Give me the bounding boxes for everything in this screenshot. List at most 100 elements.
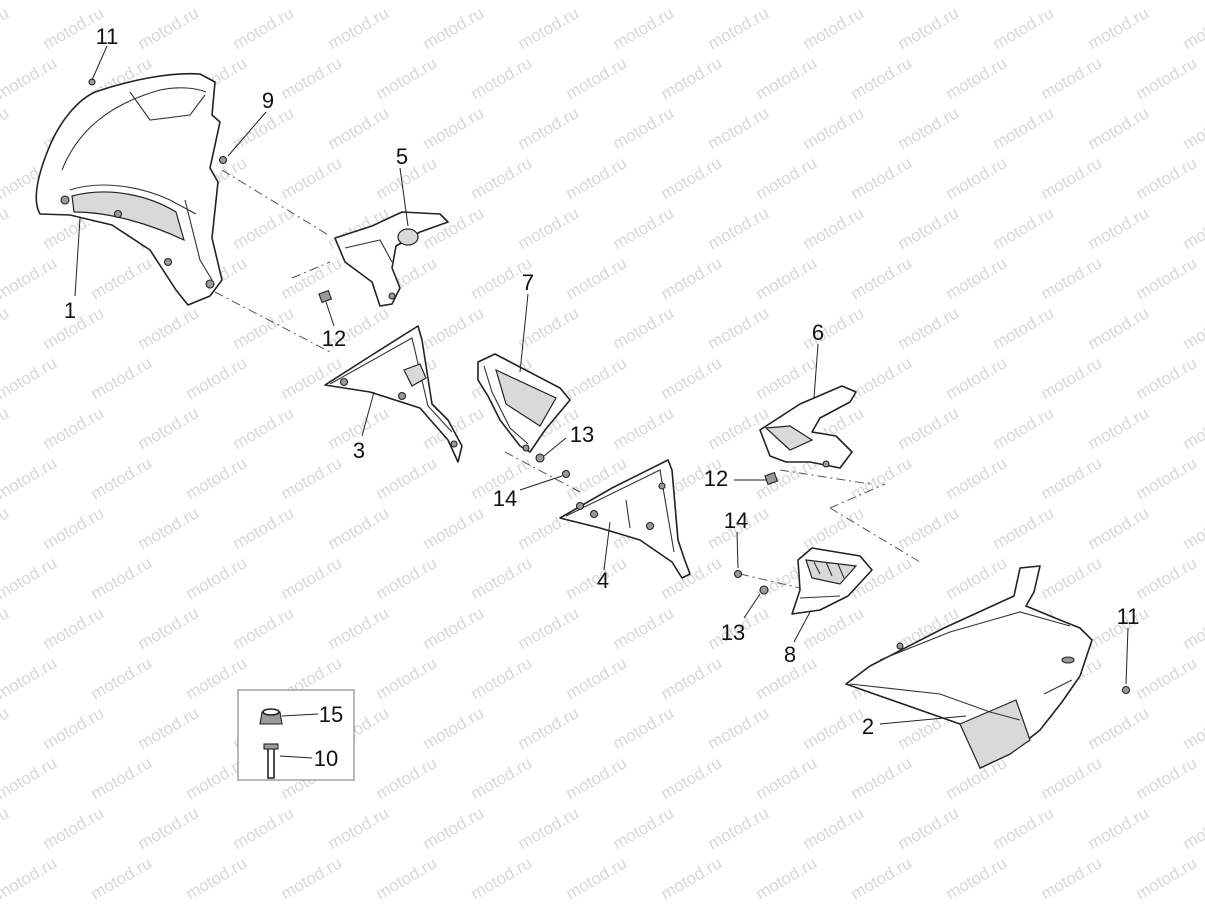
watermark-text: motod.ru xyxy=(373,653,441,703)
watermark-text: motod.ru xyxy=(420,803,488,853)
watermark-text: motod.ru xyxy=(230,603,298,653)
watermark-text: motod.ru xyxy=(563,653,631,703)
watermark-text: motod.ru xyxy=(658,553,726,603)
watermark-text: motod.ru xyxy=(0,503,12,553)
watermark-text: motod.ru xyxy=(88,853,156,903)
watermark-text: motod.ru xyxy=(990,3,1058,53)
watermark-text: motod.ru xyxy=(943,53,1011,103)
watermark-text: motod.ru xyxy=(990,303,1058,353)
watermark-text: motod.ru xyxy=(1180,103,1205,153)
watermark-text: motod.ru xyxy=(658,853,726,903)
watermark-text: motod.ru xyxy=(0,303,12,353)
watermark-text: motod.ru xyxy=(943,353,1011,403)
watermark-text: motod.ru xyxy=(1085,803,1153,853)
callout-15: 15 xyxy=(319,702,343,727)
watermark-text: motod.ru xyxy=(325,503,393,553)
watermark-text: motod.ru xyxy=(610,303,678,353)
watermark-text: motod.ru xyxy=(88,553,156,603)
watermark-text: motod.ru xyxy=(658,253,726,303)
callout-1: 1 xyxy=(64,298,76,323)
watermark-text: motod.ru xyxy=(40,703,108,753)
watermark-text: motod.ru xyxy=(943,0,1011,3)
callout-13-lower: 13 xyxy=(721,620,745,645)
watermark-text: motod.ru xyxy=(943,453,1011,503)
watermark-text: motod.ru xyxy=(1038,853,1106,903)
watermark-text: motod.ru xyxy=(0,0,60,3)
watermark-text: motod.ru xyxy=(88,353,156,403)
watermark-text: motod.ru xyxy=(468,853,536,903)
watermark-text: motod.ru xyxy=(0,553,60,603)
watermark-text: motod.ru xyxy=(420,3,488,53)
watermark-text: motod.ru xyxy=(0,603,12,653)
watermark-text: motod.ru xyxy=(373,53,441,103)
watermark-text: motod.ru xyxy=(1085,3,1153,53)
watermark-text: motod.ru xyxy=(1038,253,1106,303)
part-11-screw-right xyxy=(1121,685,1131,695)
watermark-text: motod.ru xyxy=(658,753,726,803)
watermark-text: motod.ru xyxy=(990,203,1058,253)
watermark-text: motod.ru xyxy=(325,103,393,153)
watermark-text: motod.ru xyxy=(183,853,251,903)
watermark-text: motod.ru xyxy=(515,203,583,253)
watermark-text: motod.ru xyxy=(848,0,916,3)
callout-8: 8 xyxy=(784,642,796,667)
watermark-text: motod.ru xyxy=(1180,3,1205,53)
part-3-inner-panel xyxy=(324,325,463,463)
part-13-clip-lower xyxy=(759,585,769,595)
watermark-text: motod.ru xyxy=(88,753,156,803)
watermark-text: motod.ru xyxy=(563,753,631,803)
watermark-text: motod.ru xyxy=(990,803,1058,853)
watermark-text: motod.ru xyxy=(800,3,868,53)
watermark-text: motod.ru xyxy=(0,53,60,103)
callout-3: 3 xyxy=(353,438,365,463)
watermark-text: motod.ru xyxy=(895,103,963,153)
watermark-text: motod.ru xyxy=(278,853,346,903)
watermark-text: motod.ru xyxy=(1133,53,1201,103)
watermark-text: motod.ru xyxy=(420,303,488,353)
watermark-text: motod.ru xyxy=(1133,353,1201,403)
watermark-text: motod.ru xyxy=(753,0,821,3)
watermark-text: motod.ru xyxy=(610,103,678,153)
part-2-right-fairing xyxy=(845,565,1093,769)
watermark-text: motod.ru xyxy=(420,503,488,553)
watermark-text: motod.ru xyxy=(0,253,60,303)
watermark-text: motod.ru xyxy=(325,3,393,53)
watermark-text: motod.ru xyxy=(1038,53,1106,103)
watermark-text: motod.ru xyxy=(0,703,12,753)
watermark-text: motod.ru xyxy=(705,103,773,153)
watermark-text: motod.ru xyxy=(848,53,916,103)
watermark-text: motod.ru xyxy=(753,153,821,203)
watermark-text: motod.ru xyxy=(563,853,631,903)
watermark-text: motod.ru xyxy=(515,703,583,753)
watermark-text: motod.ru xyxy=(1180,303,1205,353)
watermark-text: motod.ru xyxy=(0,3,12,53)
watermark-text: motod.ru xyxy=(468,0,536,3)
watermark-text: motod.ru xyxy=(1085,103,1153,153)
watermark-text: motod.ru xyxy=(753,353,821,403)
callout-11-top: 11 xyxy=(96,24,119,49)
watermark-text: motod.ru xyxy=(1180,203,1205,253)
callout-13-upper: 13 xyxy=(570,422,594,447)
watermark-text: motod.ru xyxy=(135,803,203,853)
watermark-text: motod.ru xyxy=(1133,653,1201,703)
watermark-text: motod.ru xyxy=(705,703,773,753)
watermark-text: motod.ru xyxy=(753,53,821,103)
watermark-text: motod.ru xyxy=(1180,503,1205,553)
watermark-text: motod.ru xyxy=(0,453,60,503)
watermark-text: motod.ru xyxy=(1133,0,1201,3)
watermark-text: motod.ru xyxy=(373,853,441,903)
part-13-clip-upper xyxy=(535,453,545,463)
watermark-text: motod.ru xyxy=(40,503,108,553)
watermark-text: motod.ru xyxy=(373,553,441,603)
watermark-text: motod.ru xyxy=(800,203,868,253)
watermark-text: motod.ru xyxy=(1085,203,1153,253)
fasteners xyxy=(218,155,1131,695)
watermark-text: motod.ru xyxy=(0,753,60,803)
part-14-clip-lower xyxy=(733,569,743,579)
watermark-text: motod.ru xyxy=(230,203,298,253)
watermark-text: motod.ru xyxy=(230,403,298,453)
watermark-text: motod.ru xyxy=(420,703,488,753)
part-8-lower-duct xyxy=(791,547,873,615)
callout-9: 9 xyxy=(262,88,274,113)
watermark-text: motod.ru xyxy=(373,753,441,803)
